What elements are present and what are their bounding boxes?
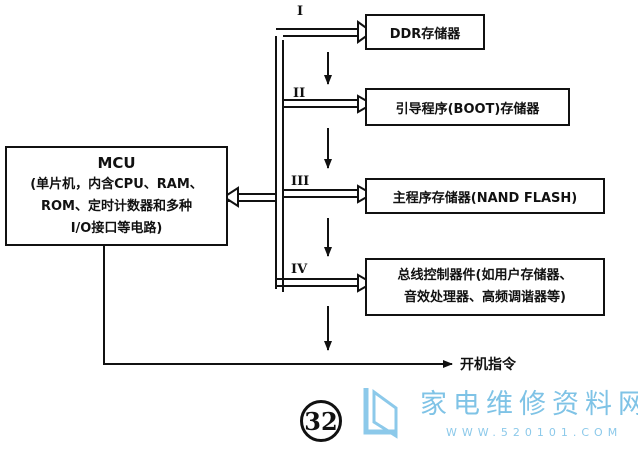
boot-memory-block: 引导程序(BOOT)存储器 <box>365 88 570 126</box>
boot-memory-label: 引导程序(BOOT)存储器 <box>395 101 540 117</box>
bus-control-line-1: 总线控制器件(如用户存储器、 <box>397 268 573 283</box>
bus-control-line-2: 音效处理器、高频调谐器等) <box>404 290 566 305</box>
watermark-url: WWW.520101.COM <box>446 426 623 439</box>
stage-label-2: II <box>293 86 306 101</box>
power-on-label: 开机指令 <box>460 357 516 373</box>
stage-label-1: I <box>297 4 304 19</box>
stage-label-3: III <box>291 174 310 189</box>
mcu-desc-line-1: (单片机，内含CPU、RAM、 <box>30 177 203 192</box>
stage-label-4: IV <box>291 262 308 277</box>
mcu-title: MCU <box>97 154 136 172</box>
mcu-desc-line-3: I/O接口等电路) <box>70 221 163 236</box>
bus-control-block: 总线控制器件(如用户存储器、 音效处理器、高频调谐器等) <box>365 258 605 316</box>
nand-memory-block: 主程序存储器(NAND FLASH) <box>365 178 605 214</box>
figure-number-text: 32 <box>304 406 338 436</box>
ddr-memory-label: DDR存储器 <box>389 26 461 42</box>
watermark-title: 家电维修资料网 <box>420 389 638 420</box>
figure-number: 32 <box>300 400 342 442</box>
nand-memory-label: 主程序存储器(NAND FLASH) <box>392 190 578 206</box>
mcu-block: MCU (单片机，内含CPU、RAM、 ROM、定时计数器和多种 I/O接口等电… <box>5 146 228 246</box>
mcu-desc-line-2: ROM、定时计数器和多种 <box>41 199 192 214</box>
watermark-logo-icon <box>363 388 398 439</box>
ddr-memory-block: DDR存储器 <box>365 14 485 50</box>
